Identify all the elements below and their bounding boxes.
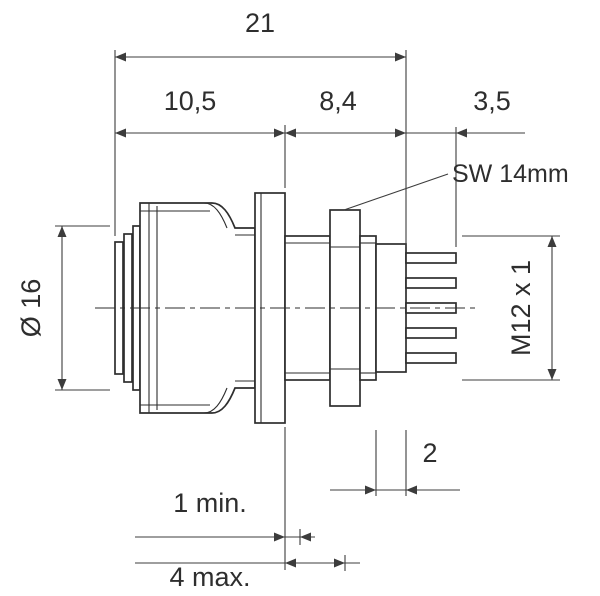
dimension-overall-length: 21 <box>114 8 407 247</box>
rear-length-label: 8,4 <box>319 86 357 116</box>
insert-protrusion-label: 2 <box>422 438 437 468</box>
dimension-front-diameter: Ø 16 <box>16 225 110 391</box>
dimension-insert-protrusion: 2 <box>330 430 460 496</box>
dimension-thread-spec: M12 x 1 <box>462 235 560 381</box>
front-diameter-label: Ø 16 <box>16 279 46 338</box>
thread-spec-label: M12 x 1 <box>506 260 536 356</box>
solder-contacts <box>405 252 457 364</box>
panel-thickness-min-label: 1 min. <box>173 488 247 518</box>
dimension-row-segments: 10,5 8,4 3,5 <box>115 86 525 247</box>
connector-part <box>95 192 478 424</box>
contact-length-label: 3,5 <box>473 86 511 116</box>
wrench-size-label: SW 14mm <box>452 160 569 188</box>
front-length-label: 10,5 <box>164 86 217 116</box>
overall-length-label: 21 <box>245 8 275 38</box>
dimension-panel-thickness: 1 min. 4 max. <box>135 427 360 592</box>
panel-thickness-max-label: 4 max. <box>169 562 250 592</box>
coupling-body-details <box>140 202 255 414</box>
dimension-wrench-size: SW 14mm <box>343 160 569 211</box>
